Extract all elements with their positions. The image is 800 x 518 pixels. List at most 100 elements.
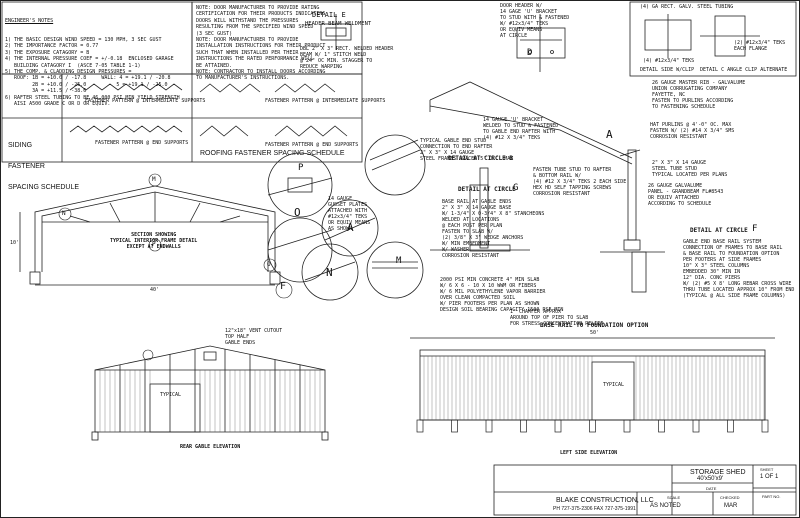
detail-a-note-stud: TYPICAL GABLE END STUD CONNECTION TO END… xyxy=(420,138,514,162)
detail-c-note-top: (4) GA RECT. GALV. STEEL TUBING xyxy=(640,4,734,10)
circle-n-letter: N xyxy=(326,266,333,279)
detail-f-label: DETAIL AT CIRCLE xyxy=(690,227,748,234)
door-note-line-1: NOTE: DOOR MANUFACTURER TO PROVIDE RATIN… xyxy=(196,5,320,11)
side-door xyxy=(591,361,635,421)
detail-c-note-right: (2) #12x3/4" TEKS EACH FLANGE xyxy=(734,40,786,52)
circle-detail-o xyxy=(267,152,333,218)
door-note-line-9: INSTRUCTIONS THE RATED PERFORMANCE WILL xyxy=(196,56,314,63)
detail-g-note-wall: 2" X 3" X 14 GAUGE STEEL TUBE STUD TYPIC… xyxy=(652,160,728,178)
circle-detail-a xyxy=(321,199,379,257)
roofing-label-end: FASTENER PATTERN @ END SUPPORTS xyxy=(265,142,359,148)
detail-a-note-hat: HAT PURLINS @ 4'-0" OC. MAX FASTEN W/ (2… xyxy=(650,122,735,140)
side-pier xyxy=(416,419,424,433)
detail-g-note-base: BASE RAIL AT GABLE ENDS 2" X 3" X 14 GAU… xyxy=(442,199,545,259)
detail-c-sub-label: DETAIL SIDE W/CLIP xyxy=(640,67,695,73)
rear-elevation-title: REAR GABLE ELEVATION xyxy=(180,444,241,450)
engineer-note-line-3: 3) THE EXPOSURE CATAGORY = B xyxy=(5,49,90,56)
side-width: 50' xyxy=(590,330,600,336)
circle-o-letter: O xyxy=(294,206,301,219)
engineer-note-line-11: AISI A500 GRADE C OR D OR EQUIV. xyxy=(5,101,111,108)
callout-m: M xyxy=(152,176,156,183)
circle-detail-n xyxy=(301,243,359,301)
circle-detail-m xyxy=(366,241,424,299)
engineer-note-line-7: ROOF: 1B = +10.0 / -17.8 WALL: 4 = +19.1… xyxy=(5,75,171,82)
side-pier xyxy=(623,419,631,433)
detail-c-label: DETAIL C ANGLE CLIP ALTERNATE xyxy=(700,67,788,73)
engineer-notes-lines: 1) THE BASIC DESIGN WIND SPEED = 130 MPH… xyxy=(5,37,180,107)
door-note-line-4: RESULTING FROM THE SPECIFIED WIND SPEED xyxy=(196,24,314,31)
side-pier xyxy=(658,419,665,433)
section-callout-n xyxy=(58,207,72,221)
side-elevation-outline xyxy=(419,349,766,421)
title-sheet-label: SHEET xyxy=(760,467,774,472)
callout-o: O xyxy=(267,261,271,268)
side-pier xyxy=(485,419,493,433)
siding-title-line-3: SPACING SCHEDULE xyxy=(8,184,80,191)
frame-section-width: 40' xyxy=(150,287,160,293)
engineer-note-line-5: BUILDING CATAGORY I (ASCE 7-05 TABLE 1-1… xyxy=(5,62,141,69)
door-note-line-2: CERTIFICATION FOR THEIR PRODUCTS INDICAT… xyxy=(196,11,326,18)
roof-pattern-2 xyxy=(274,83,336,93)
door-note-line-5: (3 SEC GUST) xyxy=(196,30,233,37)
detail-a-letter: A xyxy=(606,128,613,141)
detail-c-frame xyxy=(629,1,797,77)
door-notes: NOTE: DOOR MANUFACTURER TO PROVIDE RATIN… xyxy=(196,5,325,82)
door-note-line-10: BE ATTAINED. xyxy=(196,62,233,69)
detail-e-title: DETAIL E xyxy=(312,11,346,19)
side-elevation-title: LEFT SIDE ELEVATION xyxy=(560,450,618,456)
engineer-note-line-9: 3A = +11.5 / -38.6 xyxy=(5,88,87,95)
detail-g-note-slab: 2000 PSI MIN CONCRETE 4" MIN SLAB W/ 6 X… xyxy=(440,277,564,313)
rear-vent xyxy=(203,351,217,361)
title-date-label: DATE xyxy=(706,486,717,491)
door-note-line-12: TO MANUFACTURER'S INSTRUCTIONS. xyxy=(196,75,290,82)
siding-title-line-1: SIDING xyxy=(8,142,33,149)
engineer-notes-heading: ENGINEER'S NOTES xyxy=(5,17,54,24)
title-block-frame xyxy=(493,464,797,516)
detail-g-note-stud: FASTEN TUBE STUD TO RAFTER & BOTTOM RAIL… xyxy=(533,167,627,197)
rear-callout-bubble xyxy=(142,349,154,361)
roof-pattern-3 xyxy=(199,125,249,137)
engineer-note-line-8: 2B = +10.0 / -25.0 5 = +19.1 / -25.0 xyxy=(5,81,168,88)
frame-section-title: SECTION SHOWING TYPICAL INTERIOR FRAME D… xyxy=(110,232,198,250)
engineer-note-line-2: 2) THE IMPORTANCE FACTOR = 0.77 xyxy=(5,43,99,50)
detail-g-letter: G xyxy=(513,183,519,193)
title-phone: PH 727-375-2306 FAX 727-375-1991 xyxy=(553,506,636,512)
siding-schedule-title: SIDING FASTENER SPACING SCHEDULE xyxy=(8,128,79,198)
detail-d-letter: D xyxy=(527,48,533,58)
side-pier xyxy=(520,419,527,433)
rear-door-label: TYPICAL xyxy=(160,392,182,398)
detail-e-note: DBL 2" X 3" RECT. WELDED HEADER BEAM W/ … xyxy=(300,46,394,70)
rafter-detail-a xyxy=(429,81,633,159)
roofing-label-intermediate: FASTENER PATTERN @ INTERMEDIATE SUPPORTS xyxy=(265,98,386,104)
door-note-line-11: NOTE: CONTRACTOR TO INSTALL DOORS ACCORD… xyxy=(196,69,326,76)
section-callout-m xyxy=(148,173,162,187)
detail-d-note: DOOR HEADER W/ 14 GAGE 'U' BRACKET TO ST… xyxy=(500,3,570,39)
door-header-bracket xyxy=(516,27,566,59)
siding-label-end: FASTENER PATTERN @ END SUPPORTS xyxy=(95,140,189,146)
detail-g-note-chamfer: 1" CHAMFER APPROX AROUND TOP OF PIER TO … xyxy=(510,309,604,327)
siding-pattern-intermediate xyxy=(69,83,183,91)
detail-g-note-siding: 26 GAUGE GALVALUME PANEL - GRANDBEAM FL#… xyxy=(648,183,724,207)
engineer-note-line-6: 5) THE COMP. & CLADDING DESIGN PRESSURES… xyxy=(5,69,132,76)
side-pier xyxy=(589,419,596,433)
circle-p-letter: P xyxy=(298,163,304,173)
stud-detail-a xyxy=(627,149,637,241)
detail-f-note: GABLE END BASE RAIL SYSTEM CONNECTION OF… xyxy=(683,239,795,299)
side-door-label: TYPICAL xyxy=(603,382,625,388)
rear-gable-outline xyxy=(94,345,326,432)
callout-f: F xyxy=(280,281,287,292)
section-callout-f xyxy=(263,258,277,272)
section-callout-f-big xyxy=(275,281,293,299)
engineer-notes: ENGINEER'S NOTES 1) THE BASIC DESIGN WIN… xyxy=(5,5,180,114)
siding-title-line-2: FASTENER xyxy=(8,163,45,170)
door-note-line-8: SUCH THAT WHEN INSTALLED PER THEIR xyxy=(196,49,299,56)
door-note-line-3: DOORS WILL WITHSTAND THE PRESSURES xyxy=(196,17,299,24)
side-siding-ribs xyxy=(423,356,765,420)
title-project: STORAGE SHED xyxy=(690,469,746,476)
detail-a-note-bracket: 14 GAUGE 'U' BRACKET WELDED TO STUD & FA… xyxy=(483,117,559,141)
title-checked-label: CHECKED xyxy=(720,495,740,500)
detail-e-subtitle: HEADER BEAM WELDMENT xyxy=(305,21,372,27)
circle-detail-p xyxy=(364,134,426,196)
siding-label-intermediate: FASTENER PATTERN @ INTERMEDIATE SUPPORTS xyxy=(85,98,206,104)
frame-section-height: 10' xyxy=(10,240,20,246)
